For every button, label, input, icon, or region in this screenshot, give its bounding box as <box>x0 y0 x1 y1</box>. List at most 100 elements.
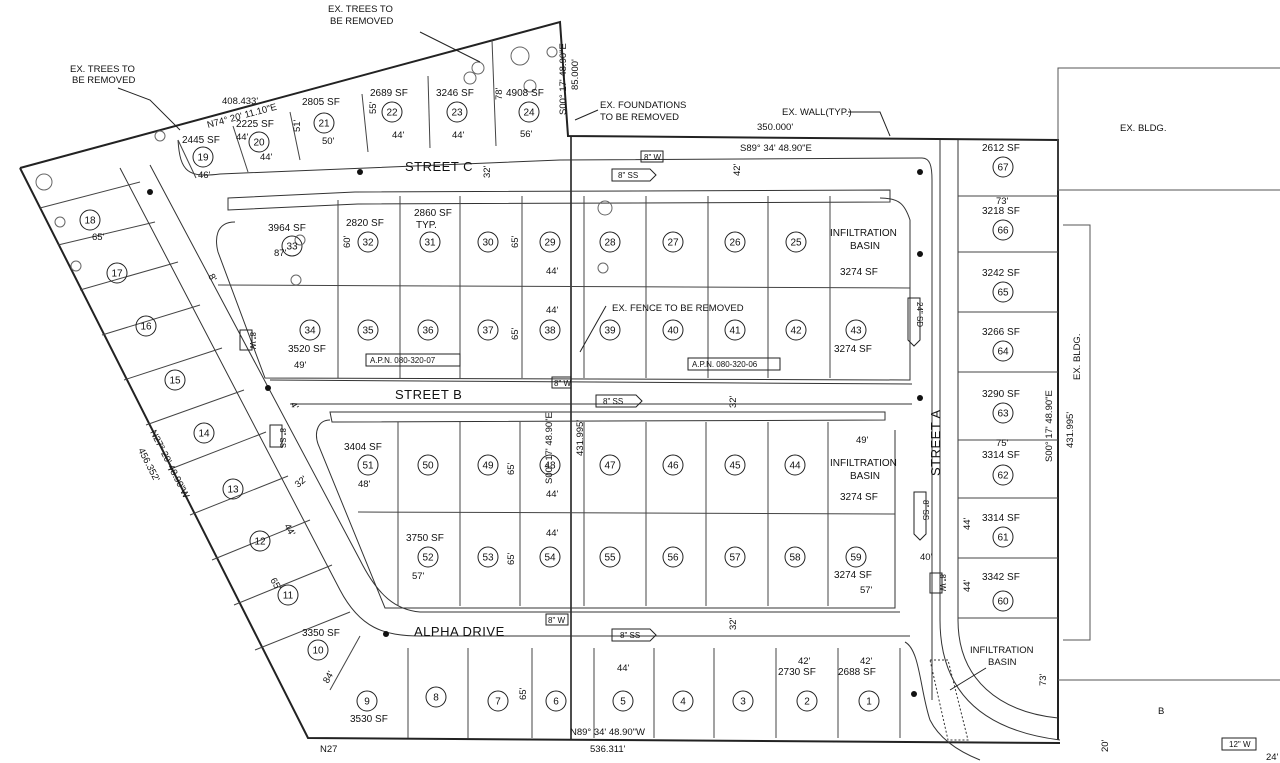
lot-number-19: 19 <box>197 153 209 164</box>
lot-number-7: 7 <box>495 697 501 708</box>
tag-w8-top: 8" W <box>644 153 662 162</box>
lot-number-28: 28 <box>604 238 616 249</box>
basin-sf-2: 3274 SF <box>840 492 878 503</box>
lot-area-60: 3342 SF <box>982 572 1020 583</box>
apn-right: A.P.N. 080-320-06 <box>692 360 758 369</box>
bearing-right-len: 431.995' <box>1065 412 1076 448</box>
lot-number-18: 18 <box>84 216 96 227</box>
dim: 60' <box>342 235 353 248</box>
existing-buildings <box>1057 67 1280 681</box>
dim: 51' <box>292 119 303 132</box>
bearing-center-len: 431.995' <box>575 420 586 456</box>
dim: 32' <box>728 617 739 630</box>
lot-number-21: 21 <box>318 119 330 130</box>
lot-area-65: 3242 SF <box>982 268 1020 279</box>
dim: 44' <box>260 152 273 163</box>
dim: 48' <box>358 479 371 490</box>
lot-area-59: 3274 SF <box>834 570 872 581</box>
lot-number-13: 13 <box>227 485 239 496</box>
dim: 32' <box>293 474 310 491</box>
lot-number-42: 42 <box>790 326 802 337</box>
note-trees-top-1: EX. TREES TO <box>328 4 393 15</box>
lot-area-2: 2730 SF <box>778 667 816 678</box>
note-foundations-2: TO BE REMOVED <box>600 112 679 123</box>
dim: 32' <box>728 395 739 408</box>
lot-number-46: 46 <box>667 461 679 472</box>
lot-area-19: 2445 SF <box>182 135 220 146</box>
property-boundary <box>19 20 1061 744</box>
lot-number-5: 5 <box>620 697 626 708</box>
bearing-top-mid-len: 350.000' <box>757 122 793 133</box>
lot-number-44: 44 <box>789 461 801 472</box>
lot-area-22: 2689 SF <box>370 88 408 99</box>
lot-area-33: 3964 SF <box>268 223 306 234</box>
dim: 65' <box>518 687 529 700</box>
lot-number-34: 34 <box>304 326 316 337</box>
dim: 78' <box>494 87 505 100</box>
note-trees-left-2: BE REMOVED <box>72 75 135 86</box>
lot-area-9: 3530 SF <box>350 714 388 725</box>
lot-number-24: 24 <box>523 108 535 119</box>
tag-w8-left: 8" W <box>248 332 257 350</box>
lot-number-57: 57 <box>729 553 741 564</box>
note-foundations-1: EX. FOUNDATIONS <box>600 100 686 111</box>
lot-number-56: 56 <box>667 553 679 564</box>
dim: 44' <box>617 663 630 674</box>
dim: 87' <box>274 248 287 259</box>
lot-number-52: 52 <box>422 553 434 564</box>
bearing-top-mid: S89° 34' 48.90"E <box>740 143 812 154</box>
tag-ss8-a: 8" SS <box>921 500 930 520</box>
dim: 55' <box>368 101 379 114</box>
dim: 65' <box>506 462 517 475</box>
dim: 44' <box>392 130 405 141</box>
lot-area-32: 2820 SF <box>346 218 384 229</box>
lot-number-50: 50 <box>422 461 434 472</box>
lot-number-64: 64 <box>997 347 1009 358</box>
lot-number-41: 41 <box>729 326 741 337</box>
bearing-bottom: N89° 34' 48.90"W <box>570 727 645 738</box>
dim: 50' <box>322 136 335 147</box>
basin-label-2b: BASIN <box>850 471 880 482</box>
lot-number-53: 53 <box>482 553 494 564</box>
bearing-vertical-top: S00° 17' 48.90"E <box>558 43 569 115</box>
bearing-right: S00° 17' 48.90"E <box>1044 390 1055 462</box>
lot-area-20: 2225 SF <box>236 119 274 130</box>
lot-number-25: 25 <box>790 238 802 249</box>
lot-number-37: 37 <box>482 326 494 337</box>
existing-trees <box>35 46 613 286</box>
lot-number-47: 47 <box>604 461 616 472</box>
lot-area-63: 3290 SF <box>982 389 1020 400</box>
dim: 65' <box>506 552 517 565</box>
lot-number-3: 3 <box>740 697 746 708</box>
note-trees-top-2: BE REMOVED <box>330 16 393 27</box>
lot-number-48: 48 <box>544 461 556 472</box>
lot-area-43: 3274 SF <box>834 344 872 355</box>
typ-label: TYP. <box>416 220 437 231</box>
lot-number-61: 61 <box>997 533 1009 544</box>
dim: 44' <box>236 132 249 143</box>
bearing-vertical-top-len: 85.000' <box>570 59 581 90</box>
dim: 73' <box>1038 673 1049 686</box>
lot-number-2: 2 <box>804 697 810 708</box>
lot-area-23: 3246 SF <box>436 88 474 99</box>
lot-area-61: 3314 SF <box>982 513 1020 524</box>
dim: 65' <box>510 327 521 340</box>
lot-area-52: 3750 SF <box>406 533 444 544</box>
lot-number-14: 14 <box>198 429 210 440</box>
dim: 8' <box>205 272 218 284</box>
tag-sd24: 24" SD <box>915 302 924 327</box>
dim: 40' <box>920 552 933 563</box>
dim: 65' <box>267 576 283 592</box>
lot-area-34: 3520 SF <box>288 344 326 355</box>
lot-number-38: 38 <box>544 326 556 337</box>
dim: 44' <box>281 522 297 538</box>
basin-label-2a: INFILTRATION <box>830 458 897 469</box>
lot-number-40: 40 <box>667 326 679 337</box>
bearing-bottom-len: 536.311' <box>590 744 626 755</box>
alpha-drive-label: ALPHA DRIVE <box>414 624 505 639</box>
dim: 49' <box>294 360 307 371</box>
apn-left: A.P.N. 080-320-07 <box>370 356 436 365</box>
lot-area-1: 2688 SF <box>838 667 876 678</box>
